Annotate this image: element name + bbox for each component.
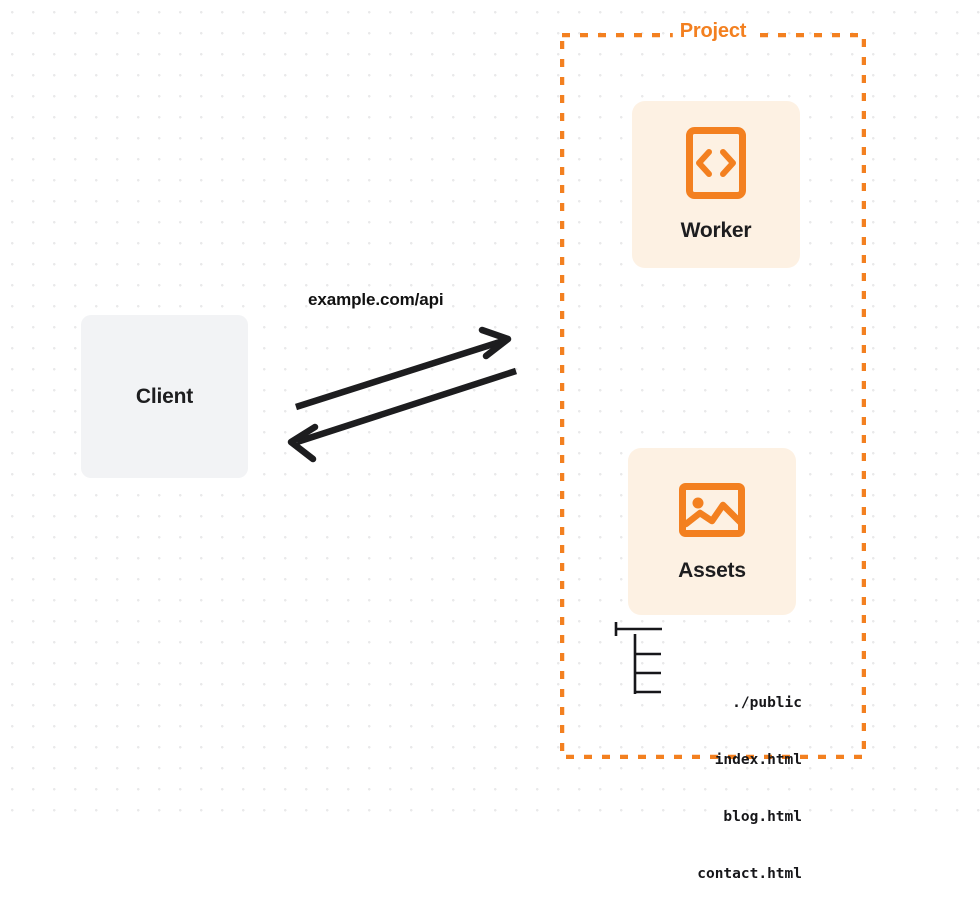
file-tree-item-label: ./public xyxy=(732,695,802,711)
file-tree-row: index.html xyxy=(600,732,802,768)
client-label: Client xyxy=(135,384,194,408)
assets-label: Assets xyxy=(678,559,746,582)
file-tree-row: ./public xyxy=(600,675,802,711)
request-arrow xyxy=(295,326,512,411)
file-tree-row: blog.html xyxy=(600,789,802,825)
file-tree-connectors xyxy=(614,622,662,694)
file-tree-item-label: blog.html xyxy=(723,809,802,825)
image-picture-icon xyxy=(678,480,746,545)
project-title: Project xyxy=(672,20,754,43)
file-tree-item-label: contact.html xyxy=(697,866,802,882)
assets-card: Assets xyxy=(628,448,796,615)
response-arrow xyxy=(287,367,518,463)
assets-file-tree: ./public index.html blog.html contact.ht… xyxy=(600,618,802,903)
client-node: Client xyxy=(81,315,248,478)
file-tree-item-label: index.html xyxy=(714,752,802,768)
diagram-canvas: Client example.com/api Project xyxy=(0,0,980,882)
file-tree-row: contact.html xyxy=(600,846,802,882)
code-brackets-icon xyxy=(685,126,747,205)
connection-label: example.com/api xyxy=(308,290,444,309)
worker-card: Worker xyxy=(632,101,800,268)
worker-label: Worker xyxy=(680,219,752,242)
project-boundary: Project Worker Assets xyxy=(560,20,866,882)
